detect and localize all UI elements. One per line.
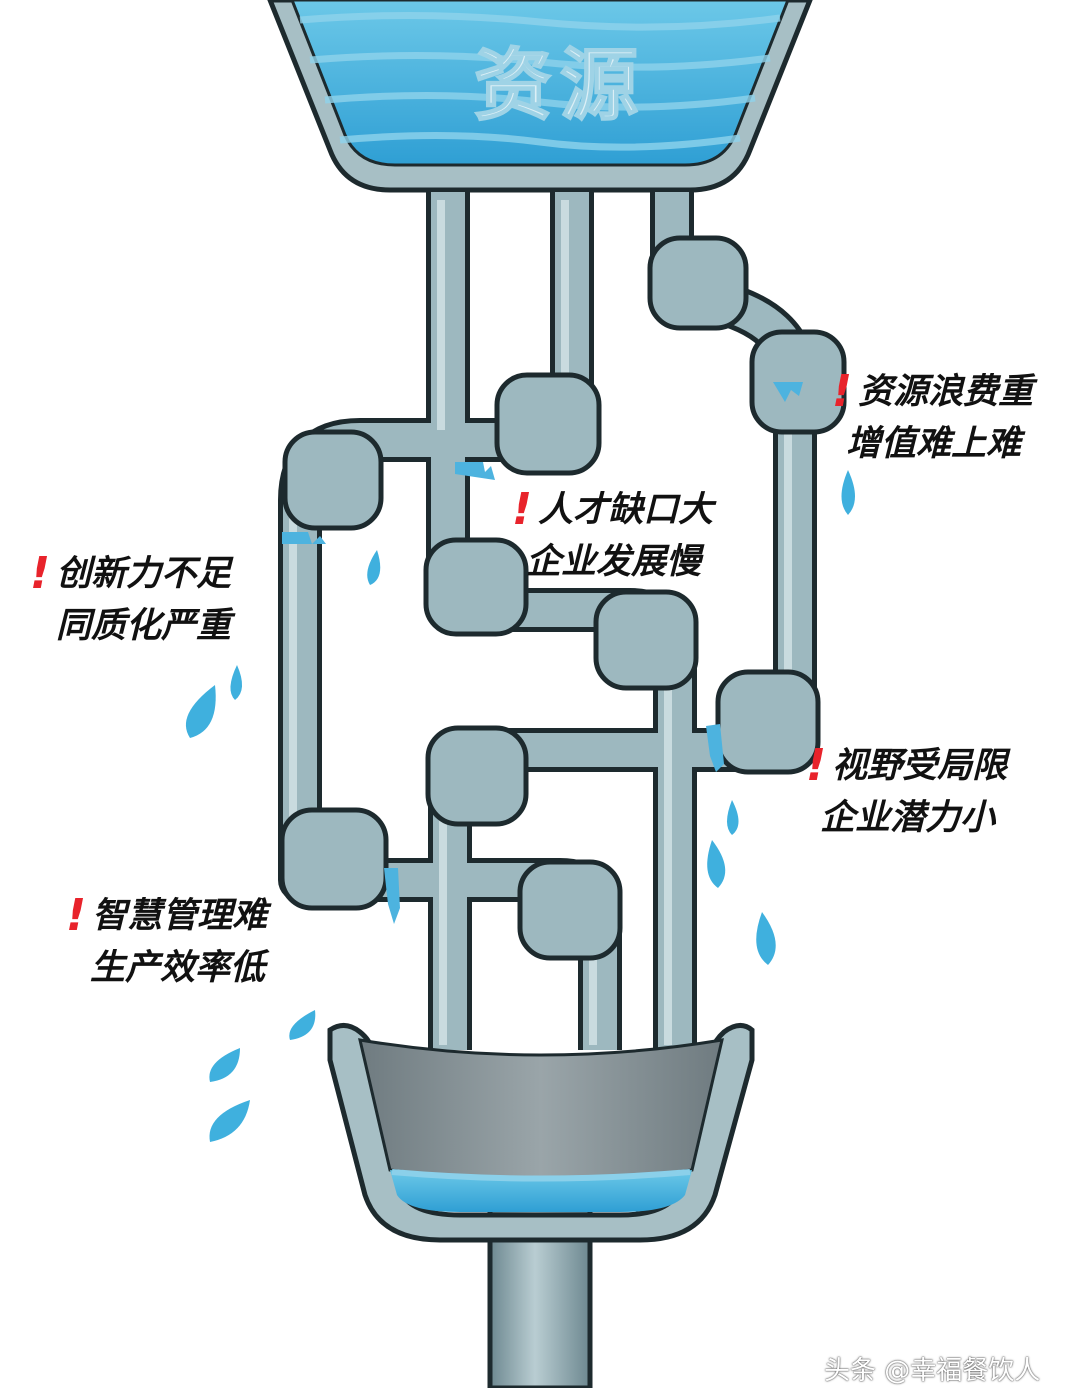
alert-icon: ! [66,890,87,941]
issue-label-resource-waste: !资源浪费重 增值难上难 [832,366,1034,464]
water-drop [841,470,855,515]
tank-title: 资源 [474,40,646,131]
issue-label-innovation: !创新力不足 同质化严重 [30,548,232,646]
elbow-joint [425,725,529,827]
elbow-joint [423,537,529,637]
elbow-joint [593,589,699,691]
alert-icon: ! [512,484,533,535]
collection-basin [327,1023,755,1388]
water-drop [707,840,726,888]
elbow-joint [494,372,602,476]
alert-icon: ! [832,366,853,417]
water-drop [230,665,243,700]
water-drop [289,1010,316,1040]
elbow-joint [282,429,384,531]
water-drop [727,800,739,835]
water-drops [185,470,855,1142]
elbow-joint [279,807,389,911]
alert-icon: ! [30,548,51,599]
pipe-network [278,192,847,1050]
elbow-joint [647,235,749,331]
issue-label-talent-gap: !人才缺口大 企业发展慢 [512,484,714,582]
water-drop [367,550,381,585]
alert-icon: ! [806,740,827,791]
leak-splashes [282,382,803,924]
elbow-joint [715,669,821,775]
water-drop [756,912,776,965]
resource-tank: 资源 [267,0,813,193]
water-drop [185,685,216,738]
watermark: 头条 @幸福餐饮人 [824,1356,1041,1386]
water-drop [209,1048,240,1082]
elbow-joint [517,859,623,961]
issue-label-management: !智慧管理难 生产效率低 [66,890,268,988]
water-drop [209,1100,250,1142]
issue-label-vision: !视野受局限 企业潜力小 [806,740,1008,838]
